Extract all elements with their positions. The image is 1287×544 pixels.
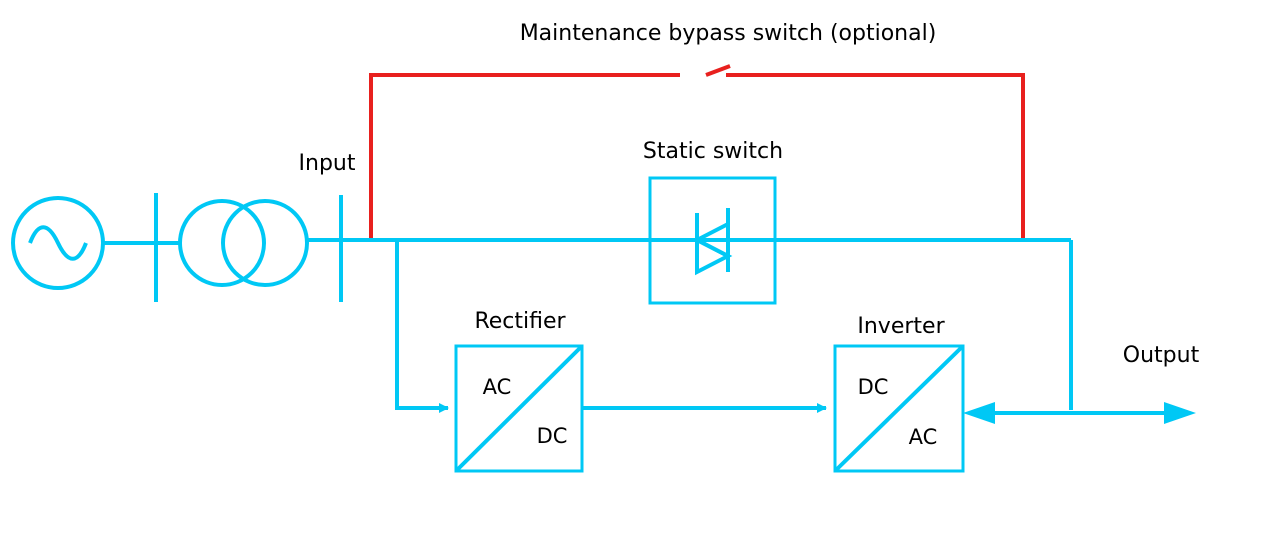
inverter-label: Inverter bbox=[857, 314, 945, 339]
inverter-ac-label: AC bbox=[909, 425, 938, 449]
ac-source-icon bbox=[13, 198, 103, 288]
bypass-label: Maintenance bypass switch (optional) bbox=[520, 21, 937, 46]
transformer-icon bbox=[180, 201, 307, 285]
rectifier-ac-label: AC bbox=[483, 375, 512, 399]
rectifier-feed-line bbox=[397, 240, 448, 408]
output-arrowhead bbox=[1164, 402, 1196, 424]
rectifier-dc-label: DC bbox=[537, 424, 568, 448]
inverter-box bbox=[835, 346, 963, 471]
static-switch-label: Static switch bbox=[643, 139, 783, 164]
inverter-dc-label: DC bbox=[858, 375, 889, 399]
rectifier-box bbox=[456, 346, 582, 471]
output-label: Output bbox=[1123, 343, 1200, 368]
input-label: Input bbox=[299, 151, 356, 176]
rectifier-label: Rectifier bbox=[474, 309, 566, 334]
inverter-output-arrowhead bbox=[963, 402, 995, 424]
